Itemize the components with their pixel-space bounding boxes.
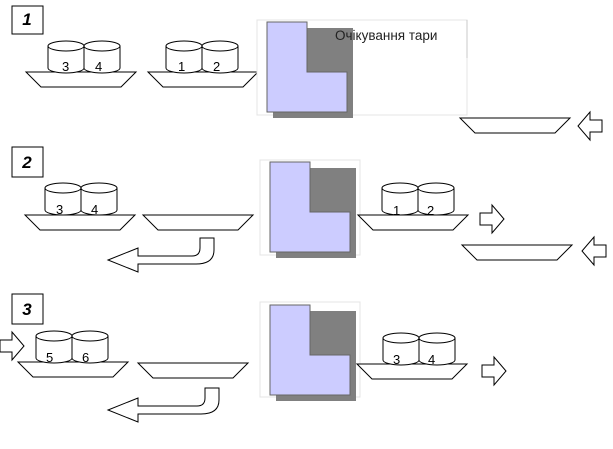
can bbox=[35, 330, 73, 364]
can-number: 3 bbox=[393, 352, 400, 367]
empty-tray bbox=[142, 214, 254, 231]
stage-number-box bbox=[11, 146, 44, 178]
l-shaped-machine-icon bbox=[259, 159, 361, 261]
can-number: 2 bbox=[427, 203, 434, 218]
tray bbox=[147, 71, 259, 88]
curved-return-arrow-icon bbox=[106, 387, 220, 423]
can-number: 4 bbox=[95, 59, 102, 74]
can-number: 5 bbox=[46, 350, 53, 365]
curved-return-arrow-icon bbox=[106, 237, 215, 273]
empty-tray bbox=[461, 244, 573, 261]
can-number: 6 bbox=[82, 350, 89, 365]
can-number: 4 bbox=[428, 352, 435, 367]
tray bbox=[25, 71, 137, 88]
arrow-right-icon bbox=[481, 356, 507, 386]
stage-number: 2 bbox=[21, 153, 32, 172]
stage-number-box bbox=[11, 5, 44, 35]
tray bbox=[24, 214, 136, 231]
can-number: 1 bbox=[393, 203, 400, 218]
can bbox=[417, 182, 455, 216]
can-number: 3 bbox=[56, 202, 63, 217]
stage-number: 1 bbox=[22, 10, 31, 29]
stage-number-box bbox=[11, 293, 44, 325]
tray bbox=[17, 361, 129, 378]
can bbox=[80, 182, 118, 216]
stage-1: 1 3 4 1 2 Очікування тари bbox=[11, 5, 603, 141]
l-shaped-machine-icon bbox=[259, 301, 361, 404]
stage-number: 3 bbox=[22, 300, 32, 319]
can bbox=[382, 332, 420, 366]
can-number: 4 bbox=[91, 202, 98, 217]
arrow-right-icon bbox=[479, 204, 505, 234]
caption-waiting-for-tare: Очікування тари bbox=[335, 28, 437, 43]
l-shaped-machine-icon bbox=[256, 19, 468, 121]
can-number: 1 bbox=[178, 59, 185, 74]
can-number: 2 bbox=[213, 59, 220, 74]
tray bbox=[357, 214, 469, 231]
arrow-right-icon bbox=[0, 331, 25, 361]
can bbox=[418, 332, 456, 366]
can bbox=[71, 330, 109, 364]
can-number: 3 bbox=[62, 59, 69, 74]
arrow-left-icon bbox=[581, 236, 607, 266]
empty-tray bbox=[459, 117, 571, 134]
arrow-left-icon bbox=[577, 111, 603, 141]
tray bbox=[356, 363, 468, 380]
stage-2: 2 3 4 1 2 bbox=[11, 146, 607, 273]
stage-3: 3 5 6 3 4 bbox=[0, 293, 507, 423]
empty-tray bbox=[137, 362, 249, 379]
